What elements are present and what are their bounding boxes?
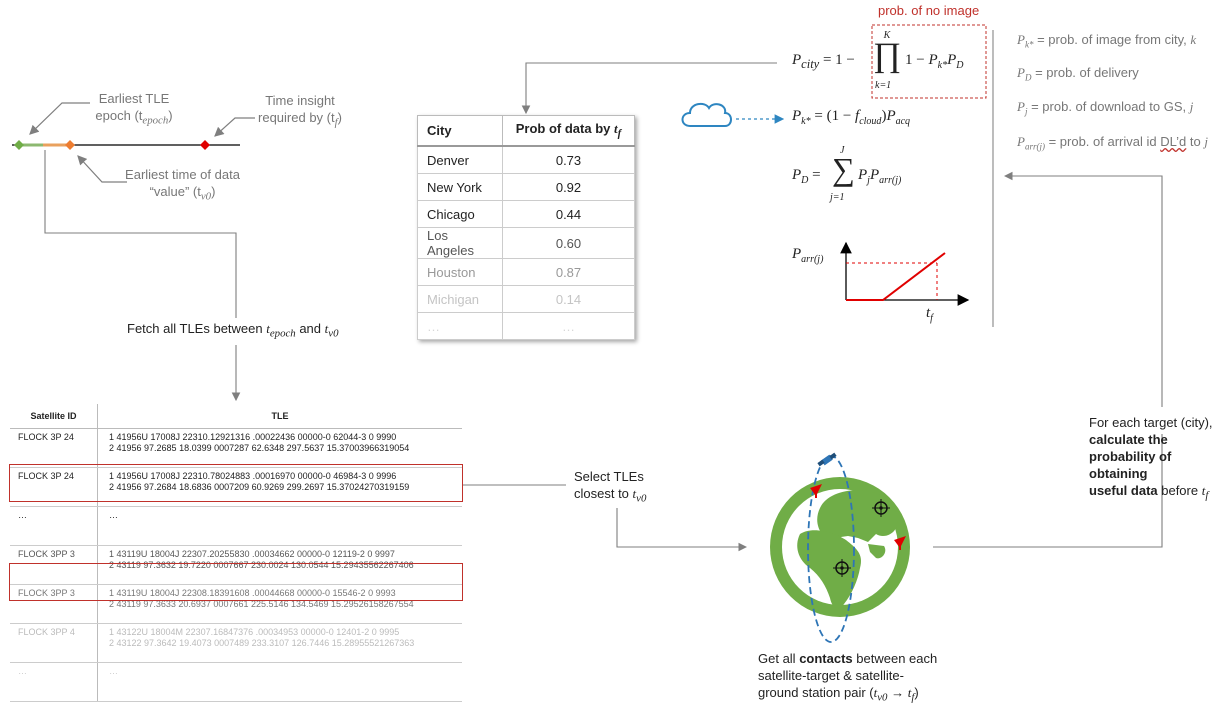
- tle-lines: 1 41956U 17008J 22310.12921316 .00022436…: [97, 428, 462, 468]
- p-d-equation: PD =: [792, 167, 821, 186]
- product-symbol: ∏: [873, 37, 901, 74]
- sum-term: PjParr(j): [858, 167, 902, 186]
- satellite-id: FLOCK 3P 24: [10, 428, 98, 468]
- p-arr-graph: [840, 241, 970, 306]
- tle-lines: …: [97, 506, 462, 546]
- table-row: FLOCK 3P 24 1 41956U 17008J 22310.129213…: [10, 428, 462, 468]
- sum-lower-limit: j=1: [830, 192, 845, 203]
- city-prob: 0.60: [502, 227, 635, 259]
- satellite-icon: [817, 452, 837, 467]
- graph-x-label: tf: [926, 305, 933, 324]
- time-insight-marker: [200, 140, 210, 150]
- legend-pd: PD = prob. of delivery: [1017, 65, 1139, 83]
- legend-pj: Pj = prob. of download to GS, j: [1017, 99, 1194, 117]
- legend-parr: Parr(j) = prob. of arrival id DL’d to j: [1017, 134, 1208, 152]
- tle-table: Satellite ID TLE FLOCK 3P 24 1 41956U 17…: [10, 404, 462, 702]
- no-image-box: [871, 24, 987, 99]
- tle-lines: …: [97, 662, 462, 702]
- city-header: City: [417, 115, 503, 147]
- p-city-equation: Pcity = 1 −: [792, 52, 855, 71]
- city-prob: 0.73: [502, 145, 635, 174]
- earliest-tle-label: Earliest TLE epoch (tepoch): [95, 91, 173, 127]
- p-kstar-equation: Pk* = (1 − fcloud)Pacq: [792, 108, 911, 127]
- table-row: FLOCK 3PP 3 1 43119U 18004J 22307.202558…: [10, 545, 462, 585]
- table-row: … …: [10, 662, 462, 702]
- target-icon: [872, 499, 890, 517]
- satellite-id: FLOCK 3PP 4: [10, 623, 98, 663]
- product-lower-limit: k=1: [875, 80, 892, 91]
- selected-row-highlight: [9, 464, 463, 502]
- select-tles-label: Select TLEs closest to tv0: [574, 469, 647, 505]
- satellite-id: FLOCK 3P 24: [10, 467, 98, 507]
- table-row: ……: [417, 312, 635, 340]
- calculate-probability-label: For each target (city), calculate the pr…: [1089, 415, 1213, 502]
- ground-station-icon: [810, 484, 822, 498]
- city-name: Los Angeles: [417, 227, 503, 259]
- product-term: 1 − Pk*PD: [905, 52, 964, 71]
- africa-shape: [797, 530, 862, 609]
- satellite-id: …: [10, 662, 98, 702]
- city-name: Chicago: [417, 200, 503, 228]
- earliest-tle-marker: [14, 140, 24, 150]
- satellite-id-header: Satellite ID: [10, 404, 98, 429]
- fetch-tles-label: Fetch all TLEs between tepoch and tv0: [127, 321, 339, 340]
- satellite-id: FLOCK 3PP 3: [10, 584, 98, 624]
- target-icon: [833, 559, 851, 577]
- city-name: Denver: [417, 145, 503, 174]
- tle-lines: 1 43119U 18004J 22307.20255830 .00034662…: [97, 545, 462, 585]
- arabia-shape: [868, 544, 886, 559]
- city-prob: …: [502, 312, 635, 340]
- table-row: FLOCK 3PP 3 1 43119U 18004J 22308.183916…: [10, 584, 462, 624]
- get-contacts-label: Get all contacts between each satellite-…: [758, 651, 938, 704]
- product-upper-limit: K: [883, 30, 891, 41]
- city-name: …: [417, 312, 503, 340]
- earliest-value-label: Earliest time of data “value” (tv0): [125, 167, 240, 203]
- satellite-id: FLOCK 3PP 3: [10, 545, 98, 585]
- city-prob: 0.14: [502, 285, 635, 313]
- table-row: FLOCK 3P 24 1 41956U 17008J 22310.780248…: [10, 467, 462, 507]
- selected-row-highlight: [9, 563, 463, 601]
- tle-lines: 1 41956U 17008J 22310.78024883 .00016970…: [97, 467, 462, 507]
- table-row: … …: [10, 506, 462, 546]
- cloud-icon: [681, 102, 732, 127]
- tle-lines: 1 43122U 18004M 22307.16847376 .00034953…: [97, 623, 462, 663]
- ground-station-icon: [894, 536, 906, 550]
- tle-lines: 1 43119U 18004J 22308.18391608 .00044668…: [97, 584, 462, 624]
- table-row: FLOCK 3PP 4 1 43122U 18004M 22307.168473…: [10, 623, 462, 663]
- sum-symbol: ∑: [832, 151, 855, 187]
- earth-illustration: [770, 452, 910, 643]
- graph-y-label: Parr(j): [792, 246, 824, 265]
- prob-header: Prob of data by tf: [502, 115, 635, 147]
- sum-upper-limit: J: [840, 145, 845, 156]
- tle-header: TLE: [97, 404, 462, 429]
- city-prob: 0.87: [502, 258, 635, 286]
- legend-pkstar: Pk* = prob. of image from city, k: [1017, 32, 1197, 50]
- time-insight-label: Time insight required by (tf): [258, 93, 342, 129]
- city-name: Houston: [417, 258, 503, 286]
- prob-no-image-label: prob. of no image: [878, 3, 980, 18]
- city-name: Michigan: [417, 285, 503, 313]
- city-name: New York: [417, 173, 503, 201]
- earliest-value-marker: [65, 140, 75, 150]
- city-prob: 0.92: [502, 173, 635, 201]
- satellite-id: …: [10, 506, 98, 546]
- city-prob: 0.44: [502, 200, 635, 228]
